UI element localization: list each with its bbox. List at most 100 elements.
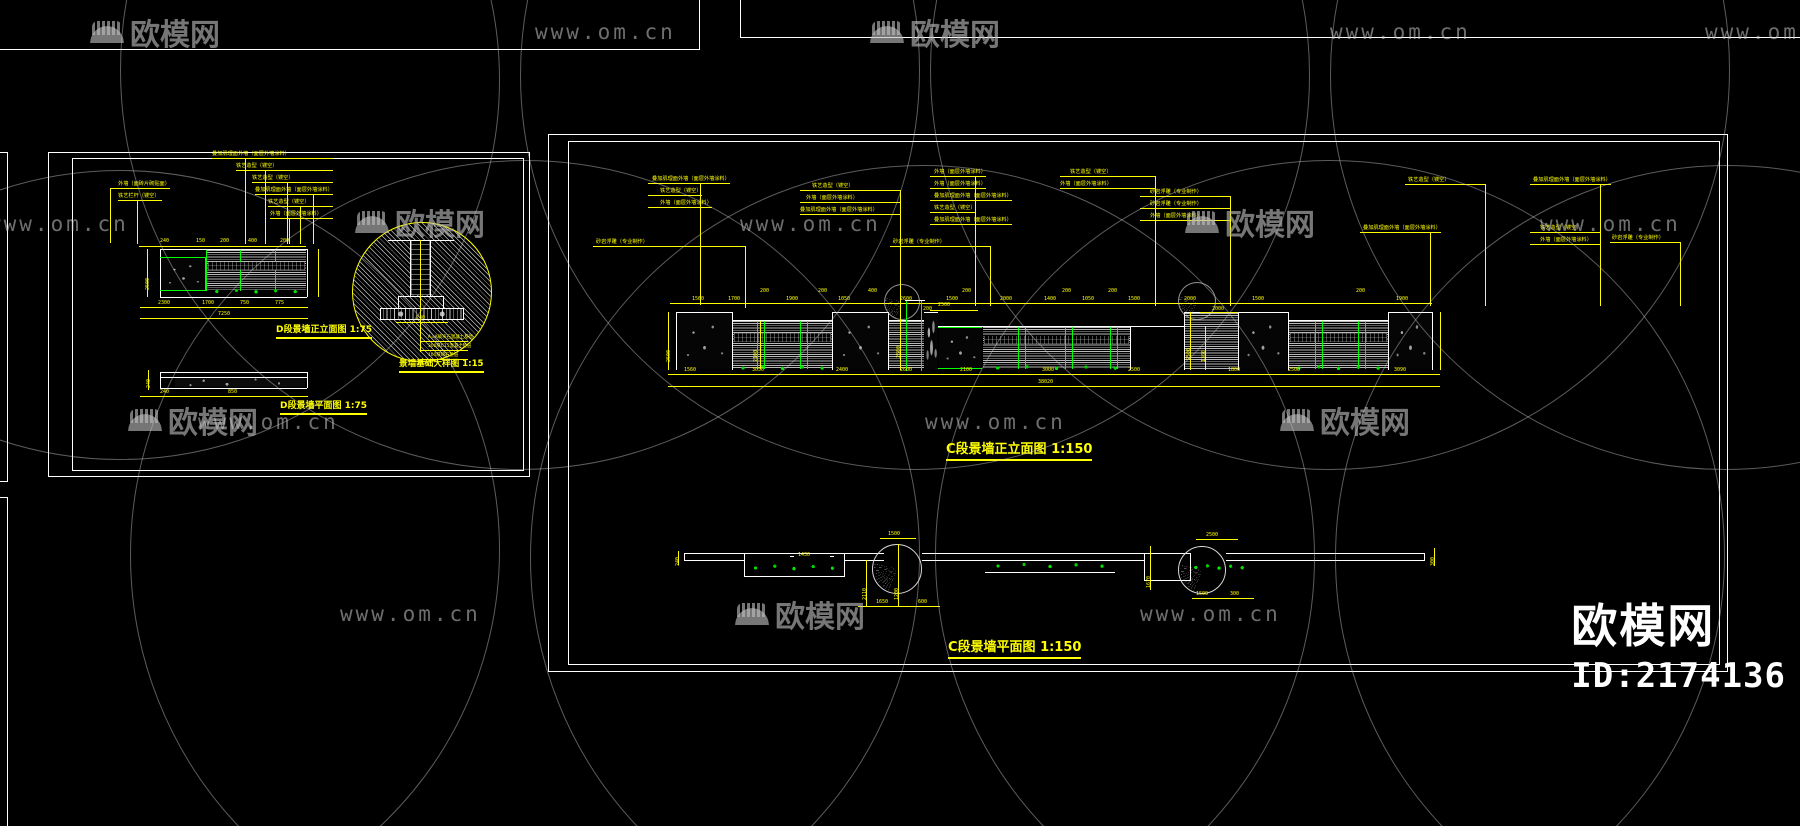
leader-line xyxy=(289,218,290,244)
plan-line xyxy=(1144,553,1190,554)
plan-line xyxy=(844,553,884,554)
plan-line xyxy=(684,553,744,554)
dim-value: 1500 xyxy=(888,531,901,537)
dim-value: 1050 xyxy=(1082,296,1095,302)
green-accent xyxy=(205,257,206,291)
leader-line xyxy=(265,170,333,171)
wall-edge xyxy=(1184,312,1185,370)
plan-line xyxy=(1144,580,1190,581)
dimension-line xyxy=(140,307,308,308)
foundation-note-2: 300厚C15混凝土垫层 xyxy=(428,344,472,349)
green-accent xyxy=(764,321,765,369)
leader-line xyxy=(1430,232,1431,306)
dim-value: 2500 xyxy=(1128,367,1141,373)
annotation-c-6: 铁艺造型（镂空） xyxy=(812,183,854,191)
plan-outline-left xyxy=(160,372,161,388)
plan-notch xyxy=(790,556,794,557)
dim-value: 1500 xyxy=(946,296,959,302)
sheet-frame-topright xyxy=(740,0,1800,38)
detail-circle xyxy=(352,222,492,362)
dim-value: 2500 xyxy=(938,302,951,308)
dim-value: 1900 xyxy=(1396,296,1409,302)
dimension-line xyxy=(396,322,448,323)
dim-overall: 38020 xyxy=(1038,379,1054,385)
brand-title: 欧模网 xyxy=(1571,598,1716,653)
annotation-d-8: 外墙（面层外墙涂料） xyxy=(270,211,322,219)
dimension-line-overall xyxy=(668,386,1440,387)
leader-line xyxy=(287,182,333,183)
dim-value: 2000 xyxy=(1212,306,1225,312)
wall-top xyxy=(1130,326,1184,327)
lattice-band xyxy=(734,333,831,342)
green-accent xyxy=(1018,327,1019,369)
brand-block: 欧模网 ID:2174136 xyxy=(1571,598,1786,696)
green-accent xyxy=(757,321,758,369)
annotation-c-7: 外墙（面层外墙涂料） xyxy=(806,195,858,203)
dimension-line xyxy=(668,312,669,370)
dimension-line xyxy=(139,246,306,247)
dim-value: 200 xyxy=(280,238,290,244)
dimension-line xyxy=(880,538,916,539)
dim-value: 1400 xyxy=(1044,296,1057,302)
wall-edge xyxy=(410,240,411,296)
wall-outline-left xyxy=(160,249,161,297)
dim-value: 300 xyxy=(1430,556,1436,566)
leader-line xyxy=(1680,242,1681,306)
dimension-line xyxy=(1434,548,1435,566)
hedge-row xyxy=(207,288,305,295)
dimension-line xyxy=(1440,312,1441,370)
dim-value: 200 xyxy=(923,306,933,312)
dim-value: 2500 xyxy=(1206,532,1219,538)
wall-edge xyxy=(732,312,733,370)
annotation-c-2: 铁艺造型（镂空） xyxy=(660,188,702,196)
wall-top xyxy=(982,326,1130,327)
dim-value: 1560 xyxy=(684,367,697,373)
dimension-line xyxy=(147,249,148,297)
dimension-line xyxy=(318,249,319,297)
plan-outline-right xyxy=(307,372,308,388)
green-accent xyxy=(807,321,808,369)
annotation-d-2: 铁艺栏杆（镂空） xyxy=(118,193,160,201)
dim-value: 200 xyxy=(1356,288,1366,294)
dim-value: 1360 xyxy=(1201,349,1207,362)
title-c-elevation: C段景墙正立面图 1:150 xyxy=(946,438,1093,461)
dim-value: 2110 xyxy=(862,587,868,600)
dim-value: 1670 xyxy=(1146,575,1152,588)
dim-value: 2000 xyxy=(1000,296,1013,302)
dim-value: 1560 xyxy=(692,296,705,302)
green-accent xyxy=(1322,321,1323,369)
plan-hedge xyxy=(746,562,842,574)
leader-line xyxy=(420,350,468,351)
title-d-plan: D段景墙平面图 1:75 xyxy=(280,398,367,415)
plan-edge xyxy=(744,553,745,577)
leader-line xyxy=(990,246,991,306)
dim-value: 850 xyxy=(228,389,238,395)
dim-value: 200 xyxy=(818,288,828,294)
relief-panel xyxy=(925,313,938,369)
dimension-line xyxy=(140,396,308,397)
watermark-url: www.om.cn xyxy=(340,602,481,626)
striped-wall-panel xyxy=(733,321,832,369)
foundation-note-1: A=A级块石混凝土基础 xyxy=(428,335,473,340)
brand-id: ID:2174136 xyxy=(1571,656,1786,696)
dim-value: 2000 xyxy=(1184,296,1197,302)
footing-base-bottom xyxy=(380,319,463,320)
plan-inner-line xyxy=(160,377,307,378)
wall-top xyxy=(1238,312,1288,313)
dim-value: 1200 xyxy=(894,587,900,600)
leader-line xyxy=(900,190,901,305)
dimension-line xyxy=(866,560,867,606)
leader-line xyxy=(300,206,301,244)
annotation-c-18: 外墙（面层外墙涂料） xyxy=(1150,213,1202,221)
wall-edge xyxy=(1432,312,1433,370)
green-accent xyxy=(938,368,982,369)
dim-value: 750 xyxy=(240,300,250,306)
leader-line xyxy=(593,246,745,247)
annotation-d-4: 铁艺造型（镂空） xyxy=(236,163,278,171)
dim-value: 1430 xyxy=(798,552,811,558)
green-accent xyxy=(1065,327,1066,369)
dim-value: 1800 xyxy=(1228,367,1241,373)
hedge-row xyxy=(1289,364,1388,372)
dimension-line xyxy=(1192,598,1254,599)
